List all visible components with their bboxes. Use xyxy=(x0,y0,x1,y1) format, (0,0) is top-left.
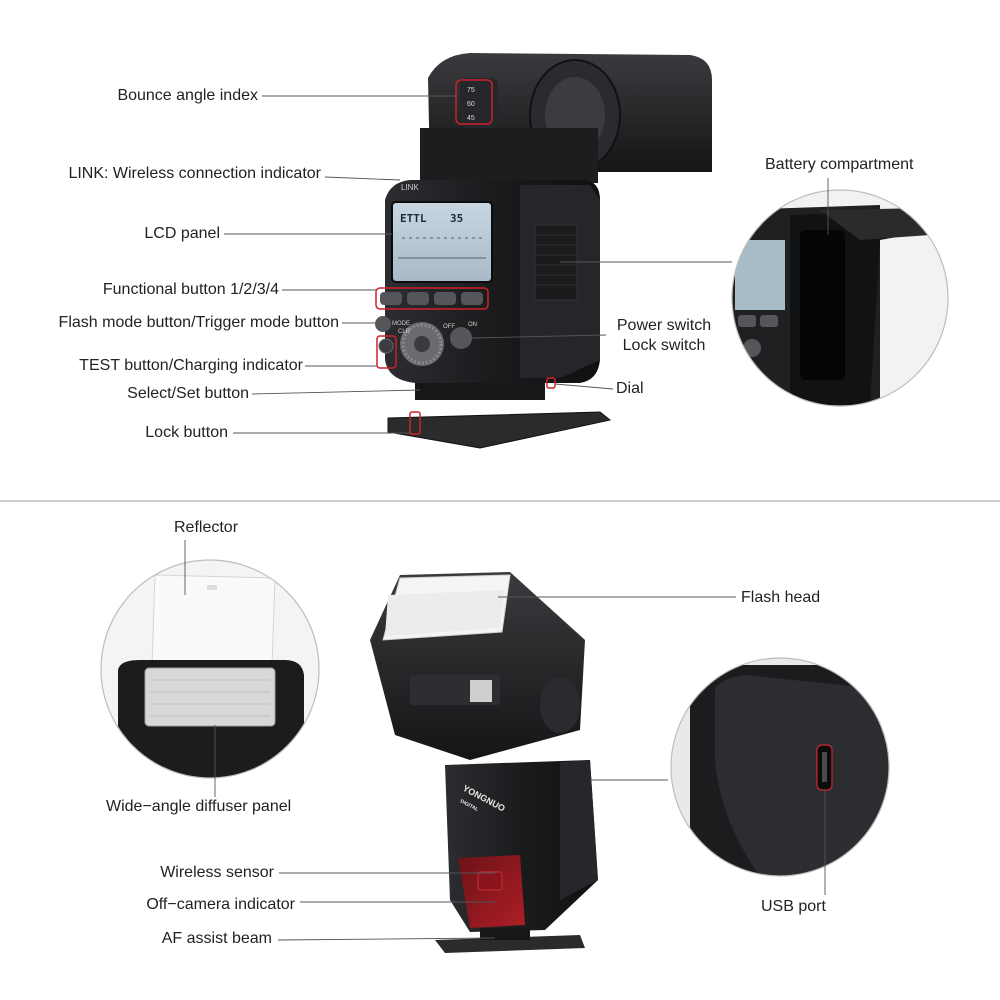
functional-button-1 xyxy=(380,292,402,305)
label-battery-compartment: Battery compartment xyxy=(765,156,914,173)
flash-back-view xyxy=(375,53,712,449)
label-dial: Dial xyxy=(616,380,644,397)
select-set-button xyxy=(414,336,430,352)
af-assist-window xyxy=(477,871,503,891)
label-functional-button: Functional button 1/2/3/4 xyxy=(102,281,279,298)
flash-neck xyxy=(420,128,598,183)
mode-button xyxy=(375,316,391,332)
bounce-index-highlight xyxy=(455,79,493,125)
label-usb-port: USB port xyxy=(761,898,826,915)
qr-code xyxy=(470,680,492,702)
diffuser-panel xyxy=(144,667,276,727)
dial-highlight xyxy=(546,377,556,389)
leader-lines xyxy=(184,95,829,941)
battery-compartment-inset xyxy=(731,189,949,407)
lcd-screen xyxy=(391,201,493,283)
label-power-switch: Power switch xyxy=(616,317,712,334)
lcd-zoom-text: 35 xyxy=(450,212,463,225)
hot-shoe xyxy=(387,411,612,449)
functional-button-4 xyxy=(461,292,483,305)
label-af-assist-beam: AF assist beam xyxy=(161,930,272,947)
label-link-indicator: LINK: Wireless connection indicator xyxy=(68,165,321,182)
bounce-mark-1: 75 xyxy=(467,87,475,94)
label-flash-head: Flash head xyxy=(741,589,821,606)
label-reflector: Reflector xyxy=(174,519,239,536)
label-lock-button: Lock button xyxy=(145,424,228,441)
usb-port-inset xyxy=(670,657,890,877)
label-test-button: TEST button/Charging indicator xyxy=(79,357,303,374)
label-bounce-angle-index: Bounce angle index xyxy=(117,87,258,104)
test-button xyxy=(378,338,394,354)
label-off-camera-indicator: Off−camera indicator xyxy=(146,896,295,913)
functional-buttons-highlight xyxy=(375,287,489,310)
battery-door-grip xyxy=(534,224,578,301)
mode-key-text: MODE xyxy=(392,321,410,327)
on-key-text: ON xyxy=(468,322,477,328)
label-select-set-button: Select/Set button xyxy=(127,385,249,402)
bounce-mark-2: 60 xyxy=(467,101,475,108)
lcd-mode-text: ETTL xyxy=(400,212,427,225)
label-wide-angle-diffuser: Wide−angle diffuser panel xyxy=(106,798,292,815)
functional-button-3 xyxy=(434,292,456,305)
label-lcd-panel: LCD panel xyxy=(144,225,220,242)
bounce-mark-3: 45 xyxy=(467,115,475,122)
label-flash-mode-button: Flash mode button/Trigger mode button xyxy=(58,314,339,331)
power-switch-knob xyxy=(450,327,472,349)
link-text: LINK xyxy=(401,183,419,192)
flash-foot-front xyxy=(435,935,585,953)
reflector-inset xyxy=(100,559,320,779)
label-lock-switch: Lock switch xyxy=(622,337,706,354)
lock-button-highlight xyxy=(409,411,421,435)
test-button-highlight xyxy=(376,335,397,369)
clr-key-text: CLR xyxy=(398,329,411,335)
functional-button-2 xyxy=(407,292,429,305)
flash-foot xyxy=(415,383,545,400)
flash-front-view xyxy=(370,572,598,953)
off-key-text: OFF xyxy=(443,324,455,330)
label-wireless-sensor: Wireless sensor xyxy=(160,864,274,881)
